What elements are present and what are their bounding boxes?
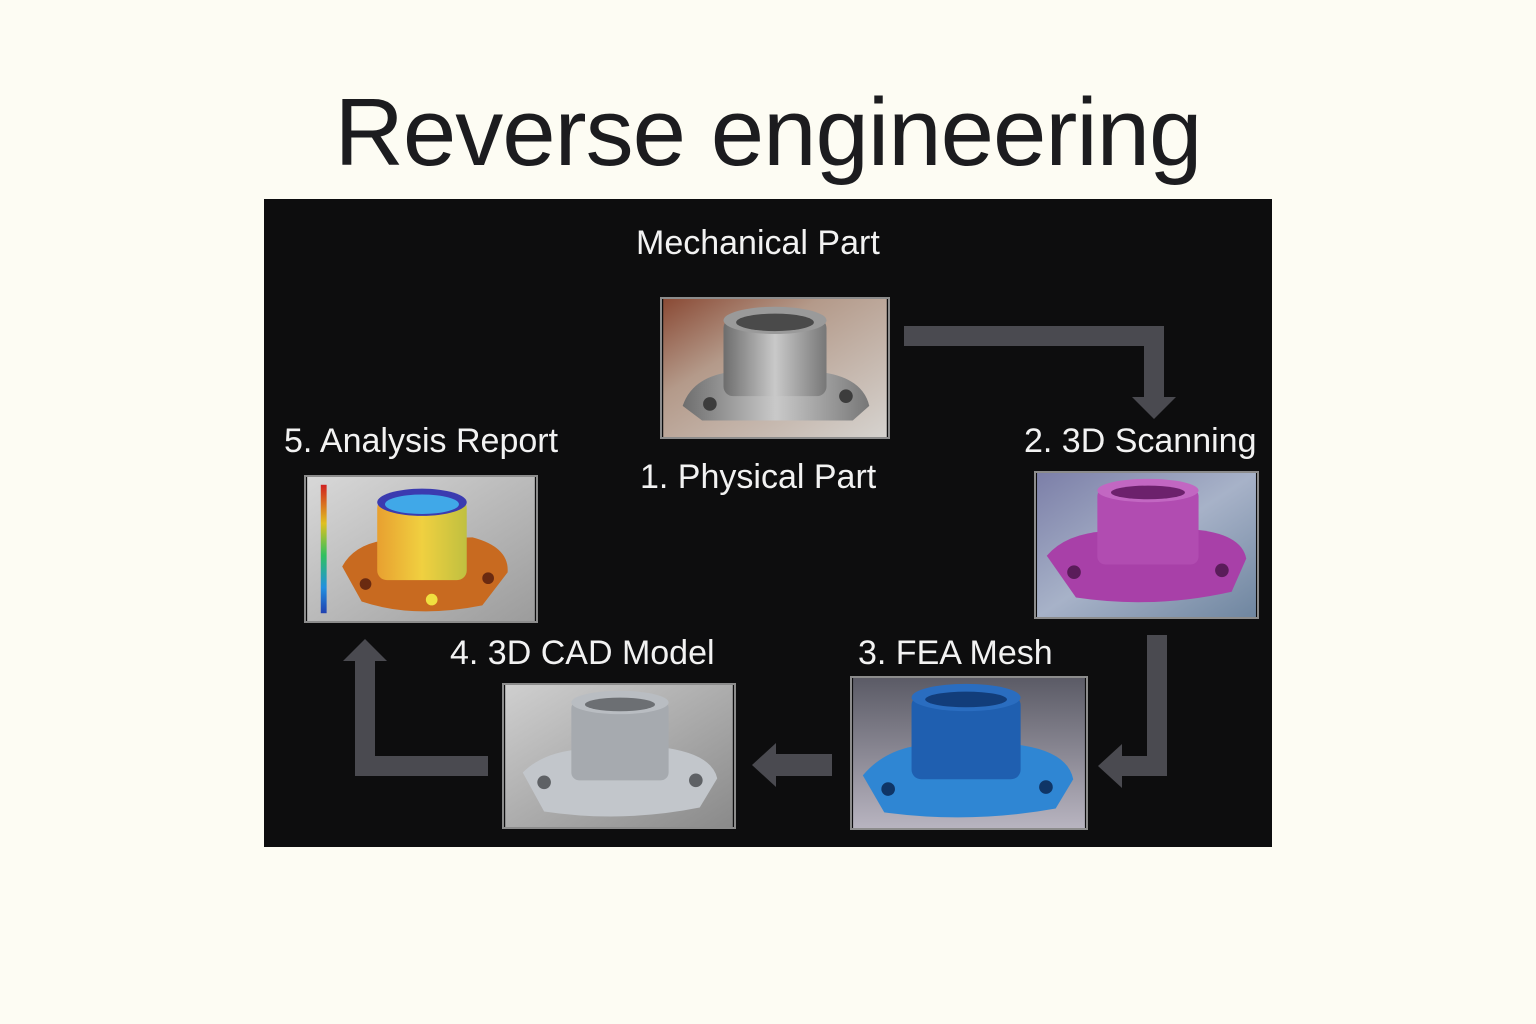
analysis-report-image: [304, 475, 538, 623]
process-arrows: [343, 326, 1176, 788]
arrow-head-mesh-to-cad: [752, 743, 776, 787]
page-title: Reverse engineering: [334, 79, 1203, 186]
step-1-label: 1. Physical Part: [640, 458, 877, 496]
diagram-heading: Mechanical Part: [636, 224, 880, 262]
step-4-label: 4. 3D CAD Model: [450, 634, 715, 672]
physical-part-image: [660, 297, 890, 439]
arrow-head-physical-to-scan: [1132, 397, 1176, 419]
arrow-mesh-to-cad: [776, 754, 832, 776]
reverse-engineering-diagram: Mechanical Part 1. Physical Part 2. 3D S…: [264, 199, 1272, 847]
arrow-head-scan-to-mesh: [1098, 744, 1122, 788]
step-5-label: 5. Analysis Report: [284, 422, 559, 460]
3d-scan-image: [1034, 471, 1259, 619]
step-2-label: 2. 3D Scanning: [1024, 422, 1257, 460]
step-3-label: 3. FEA Mesh: [858, 634, 1053, 672]
cad-model-image: [502, 683, 736, 829]
fea-mesh-image: [850, 676, 1088, 830]
arrow-head-cad-to-report: [343, 639, 387, 661]
arrow-scan-to-mesh: [1122, 635, 1167, 776]
arrow-cad-to-report: [355, 661, 488, 776]
arrow-physical-to-scan: [904, 326, 1164, 397]
